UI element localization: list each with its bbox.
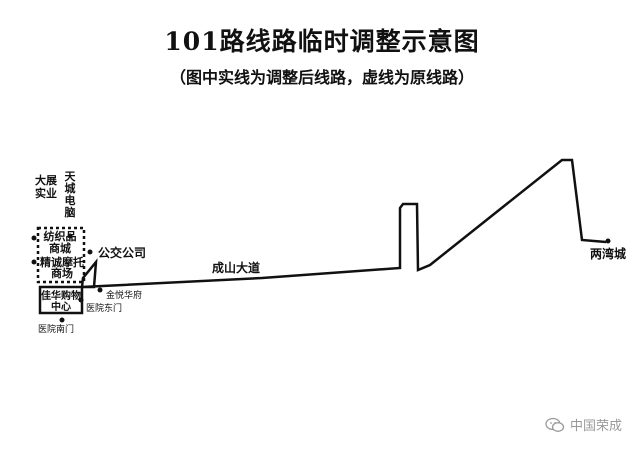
label-liangwancheng: 两湾城 xyxy=(590,246,626,261)
label-yiyuan-dongmen: 医院东门 xyxy=(86,302,122,314)
watermark-text: 中国荣成 xyxy=(569,419,622,434)
label-chengshan: 成山大道 xyxy=(212,260,260,275)
label-dazhan: 大展实业 xyxy=(35,173,58,200)
label-jinyue: 金悦华府 xyxy=(106,289,142,301)
label-yiyuan-nanmen: 医院南门 xyxy=(38,323,74,335)
wechat-icon xyxy=(545,417,565,432)
stop-gongjiao-dot xyxy=(87,249,93,255)
stop-tiancheng-dot xyxy=(67,233,73,239)
stop-yiyuan-dongmen-dot xyxy=(78,297,84,303)
stop-liangwancheng-dot xyxy=(605,238,611,244)
stop-dazhan-dot xyxy=(31,235,37,241)
label-tiancheng: 天城电脑 xyxy=(65,170,77,219)
adjusted-route-main xyxy=(80,158,607,289)
label-jiahua: 佳华购物中心 xyxy=(41,289,81,313)
label-fangzhipin: 纺织品商城 xyxy=(44,229,77,255)
map-subtitle: （图中实线为调整后线路，虚线为原线路） xyxy=(169,68,474,87)
label-gongjiao: 公交公司 xyxy=(98,245,146,260)
stop-jinyue-dot xyxy=(97,287,103,293)
original-route-dashed xyxy=(36,226,86,284)
stop-yiyuan-nanmen-dot xyxy=(59,317,65,323)
watermark: 中国荣成 xyxy=(545,415,622,434)
map-title: 101路线路临时调整示意图 xyxy=(164,27,480,56)
label-jingcheng: 精诚摩托商场 xyxy=(40,255,84,280)
stop-jingcheng-dot xyxy=(31,259,37,265)
